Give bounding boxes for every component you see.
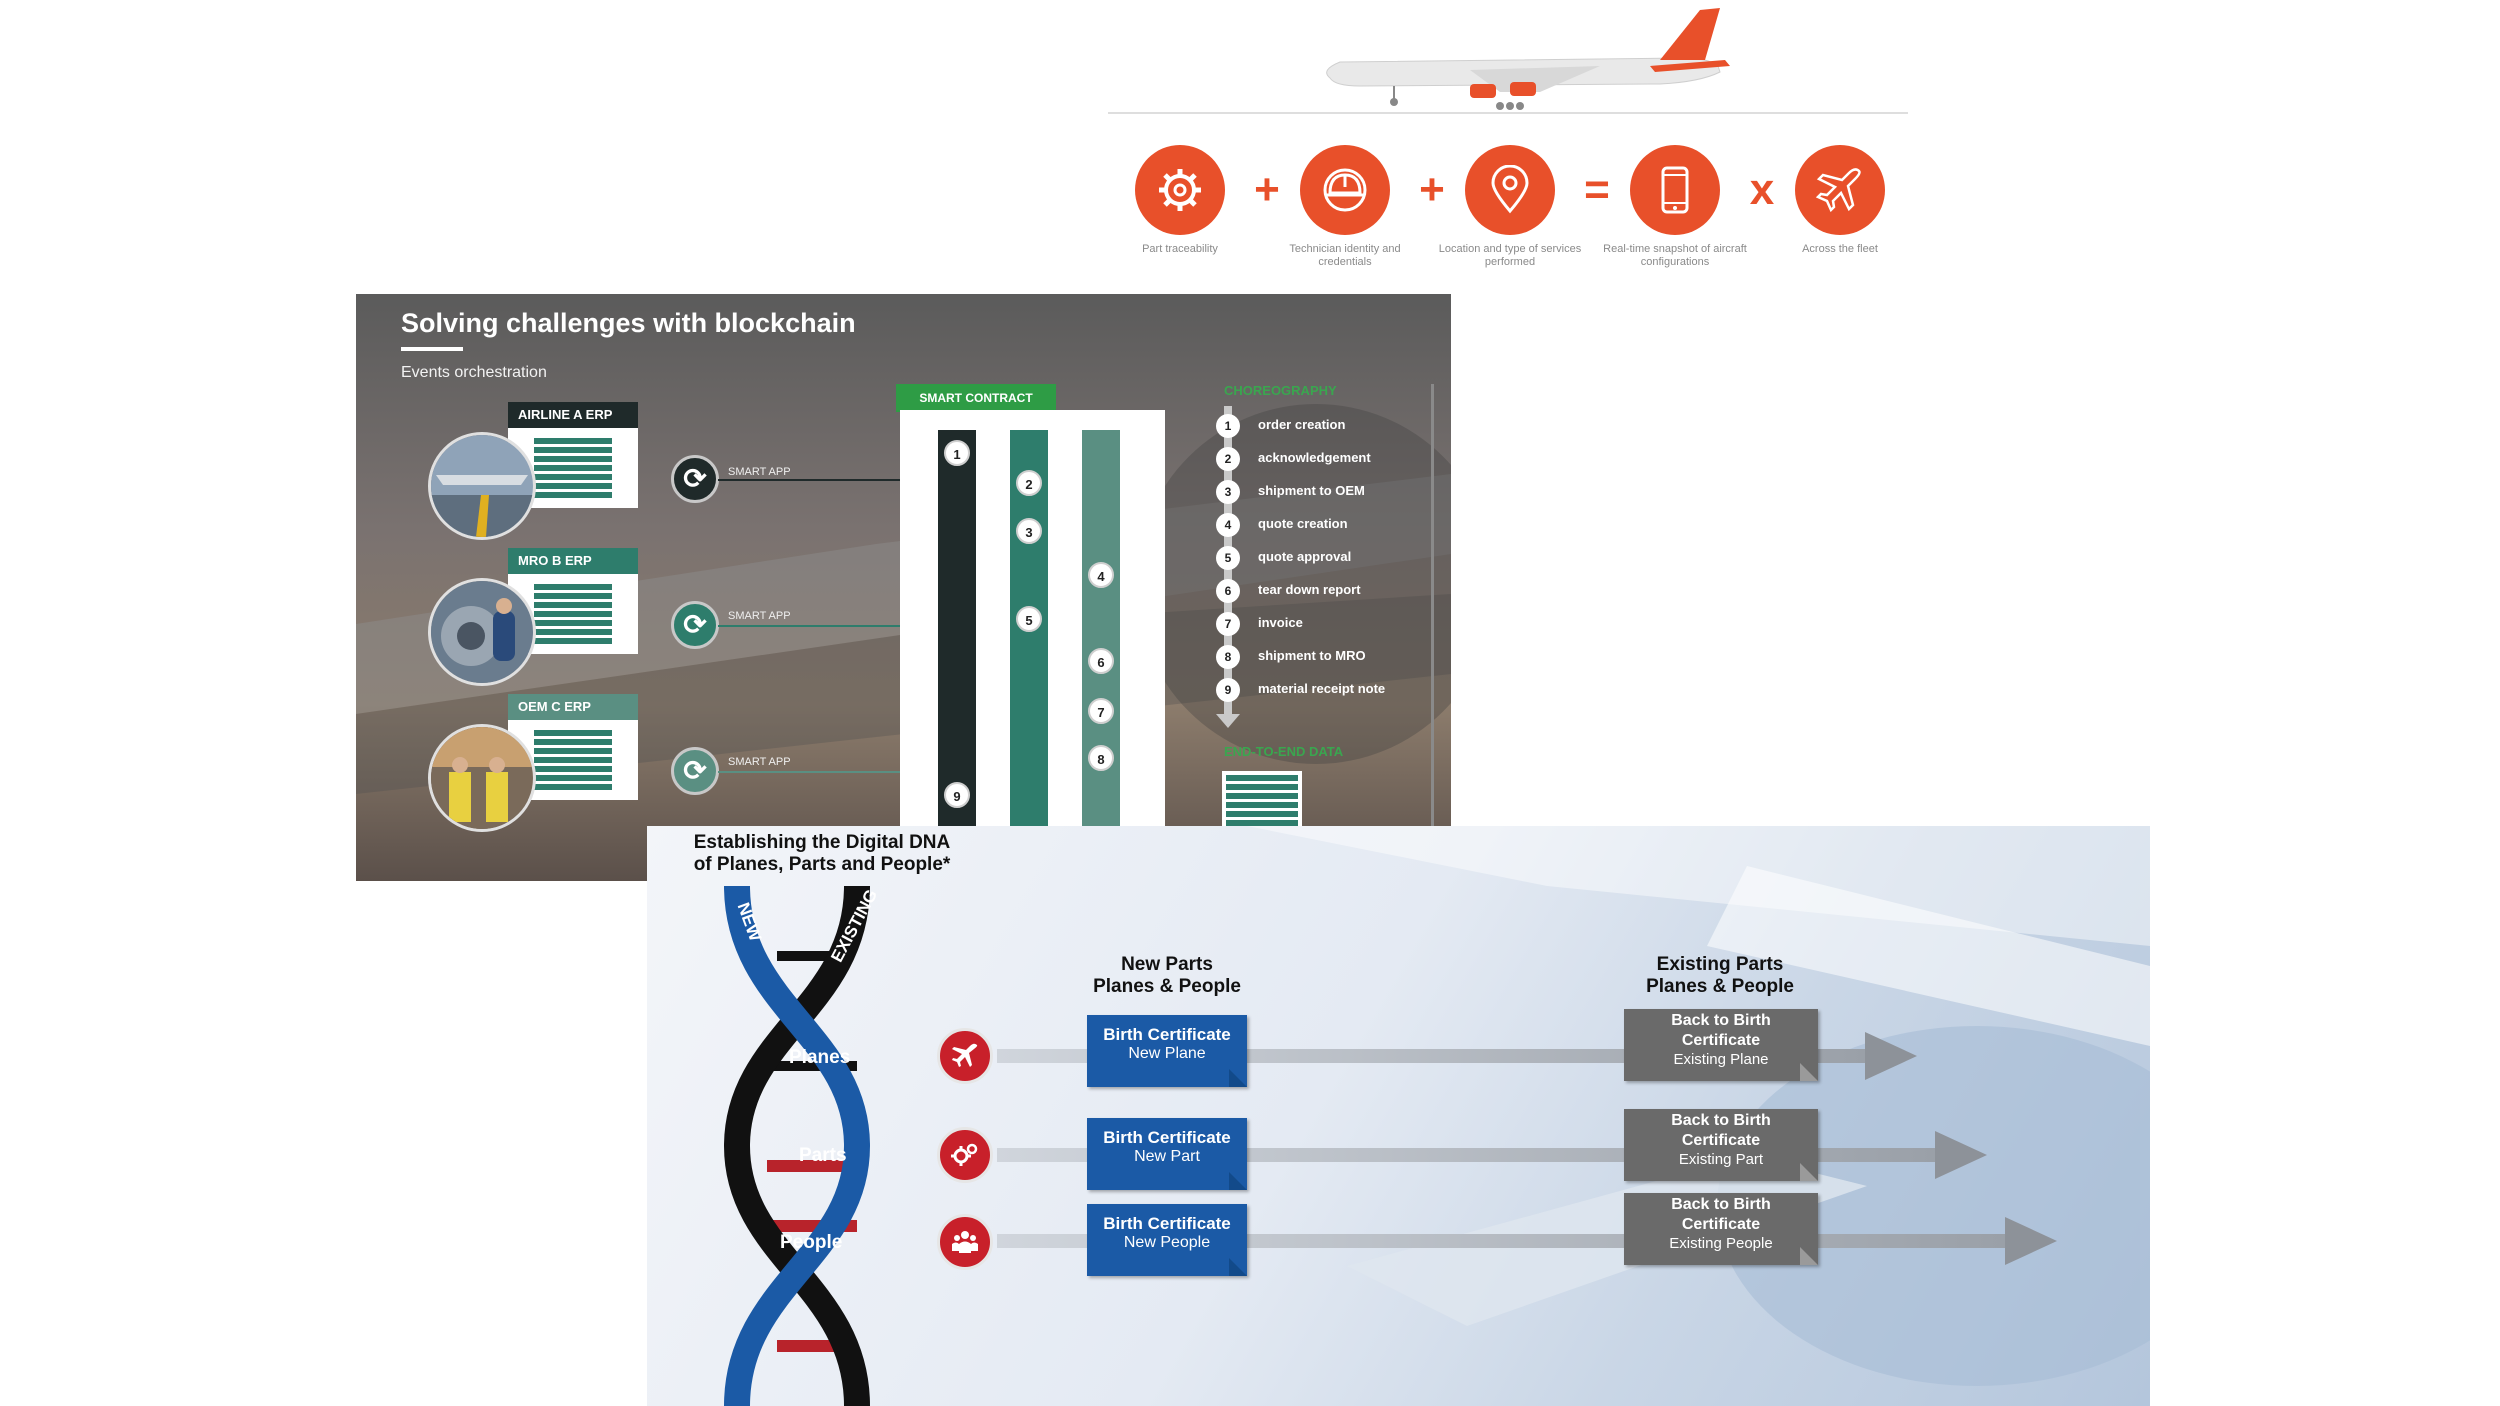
smart-contract-box: 1 2 3 4 5 6 7 8 9 — [900, 410, 1165, 881]
dna-helix — [723, 886, 871, 1406]
sync-icon: ⟳ — [671, 747, 719, 795]
choreography-arrow — [1216, 714, 1240, 728]
dna-parts-label: Parts — [799, 1145, 847, 1166]
panel-subtitle: Events orchestration — [401, 364, 547, 381]
step-marker: 2 — [1016, 470, 1042, 496]
oem-photo — [428, 724, 536, 832]
smart-app-label: SMART APP — [728, 610, 791, 622]
erp-airline-a: AIRLINE A ERP — [428, 402, 638, 540]
step-marker: 6 — [1088, 648, 1114, 674]
sync-icon: ⟳ — [671, 455, 719, 503]
step-marker: 8 — [1088, 745, 1114, 771]
dna-people-label: People — [780, 1232, 843, 1253]
times-operator: x — [1749, 165, 1775, 214]
arrow-head — [1935, 1131, 1987, 1179]
step-caption: Part traceability — [1142, 243, 1218, 255]
traceability-equation: Part traceability + Technician identity … — [1130, 145, 1910, 295]
location-pin-icon — [1465, 145, 1555, 235]
gear-icon — [1135, 145, 1225, 235]
data-lines — [1226, 775, 1298, 827]
data-lines — [534, 438, 612, 498]
airline-lane — [938, 430, 976, 881]
erp-mro-b: MRO B ERP — [428, 548, 638, 686]
mro-lane — [1010, 430, 1048, 881]
plus-operator: + — [1419, 165, 1445, 214]
helmet-icon — [1300, 145, 1390, 235]
step-marker: 4 — [1088, 562, 1114, 588]
connector-line — [718, 771, 900, 773]
sync-icon: ⟳ — [671, 601, 719, 649]
airplane-icon — [937, 1028, 993, 1084]
choreography-border — [1431, 384, 1434, 881]
erp-label: MRO B ERP — [508, 548, 638, 574]
aircraft-traceability-panel: Part traceability + Technician identity … — [1100, 0, 1920, 322]
connector-line — [718, 479, 900, 481]
erp-label: AIRLINE A ERP — [508, 402, 638, 428]
end-to-end-title: END-TO-END DATA — [1224, 744, 1344, 759]
data-lines — [534, 584, 612, 644]
gears-icon — [937, 1127, 993, 1183]
people-icon — [937, 1214, 993, 1270]
mro-photo — [428, 578, 536, 686]
erp-oem-c: OEM C ERP — [428, 694, 638, 832]
smart-app-label: SMART APP — [728, 756, 791, 768]
connector-line — [718, 625, 900, 627]
step-marker: 9 — [944, 782, 970, 808]
end-to-end-card — [1222, 771, 1302, 831]
airplane-icon — [1795, 145, 1885, 235]
title-underline — [401, 347, 463, 351]
erp-label: OEM C ERP — [508, 694, 638, 720]
step-caption: Technician identity and credentials — [1289, 243, 1401, 268]
choreography-title: CHOREOGRAPHY — [1224, 383, 1337, 398]
panel-title: Solving challenges with blockchain — [401, 308, 856, 338]
data-lines — [534, 730, 612, 790]
equals-operator: = — [1584, 165, 1610, 214]
airline-photo — [428, 432, 536, 540]
smart-app-label: SMART APP — [728, 466, 791, 478]
step-caption: Across the fleet — [1802, 243, 1878, 255]
dna-planes-label: Planes — [789, 1047, 851, 1068]
erp-card — [508, 720, 638, 800]
digital-dna-panel: Establishing the Digital DNA of Planes, … — [647, 826, 2150, 1406]
divider — [1108, 112, 1908, 114]
arrow-head — [1865, 1032, 1917, 1080]
aircraft-illustration — [1326, 8, 1730, 110]
step-marker: 7 — [1088, 698, 1114, 724]
step-caption: Location and type of services performed — [1438, 243, 1582, 268]
smartphone-icon — [1630, 145, 1720, 235]
dna-title: Establishing the Digital DNA of Planes, … — [693, 832, 951, 875]
step-marker: 1 — [944, 440, 970, 466]
step-marker: 5 — [1016, 606, 1042, 632]
smart-contract-label: SMART CONTRACT — [896, 384, 1056, 412]
step-caption: Real-time snapshot of aircraft configura… — [1603, 243, 1747, 268]
plus-operator: + — [1254, 165, 1280, 214]
step-marker: 3 — [1016, 518, 1042, 544]
arrow-head — [2005, 1217, 2057, 1265]
blockchain-orchestration-panel: Solving challenges with blockchain Event… — [356, 294, 1451, 881]
